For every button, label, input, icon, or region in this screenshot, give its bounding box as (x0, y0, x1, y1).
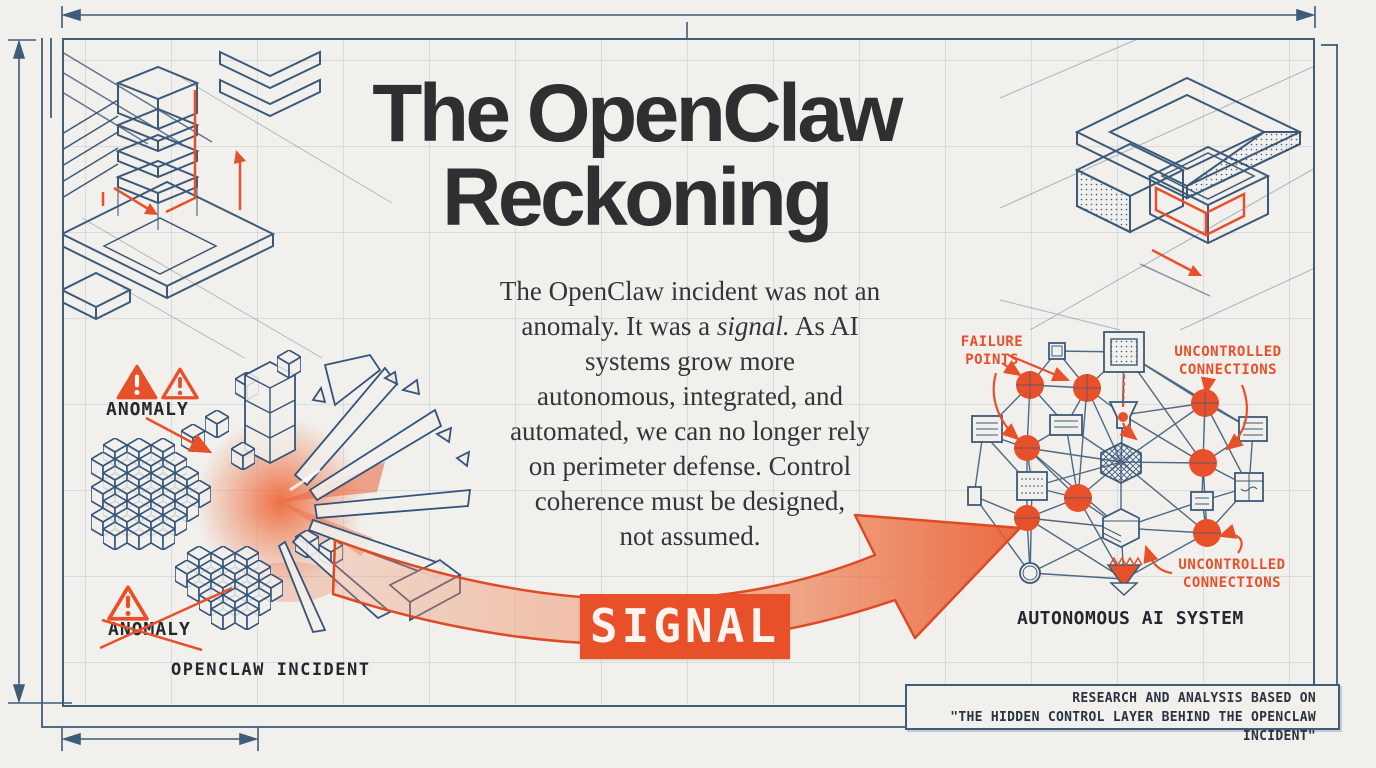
italic-signal-word: signal. (716, 311, 790, 341)
signal-banner: SIGNAL (580, 594, 790, 659)
incident-caption: OPENCLAW INCIDENT (171, 660, 371, 680)
frame-bracket-bottom (41, 726, 906, 728)
blueprint-frame (62, 38, 1315, 707)
failure-points-label: FAILURE POINTS (960, 334, 1024, 368)
warning-icon (116, 364, 158, 400)
frame-bracket-right (1336, 44, 1338, 685)
uncontrolled-connections-label-top: UNCONTROLLED CONNECTIONS (1174, 344, 1282, 378)
frame-bracket-left-stub (50, 38, 52, 118)
frame-bracket-left (41, 38, 43, 727)
poster-title: The OpenClaw Reckoning (330, 72, 942, 240)
body-paragraph: The OpenClaw incident was not an anomaly… (499, 276, 881, 551)
frame-bracket-right-stub (1321, 44, 1338, 46)
footer-line-2: "THE HIDDEN CONTROL LAYER BEHIND THE OPE… (950, 710, 1316, 744)
warning-outline-icon (107, 585, 149, 621)
network-caption: AUTONOMOUS AI SYSTEM (1017, 608, 1244, 629)
footer-reference-box: RESEARCH AND ANALYSIS BASED ON "THE HIDD… (905, 684, 1340, 744)
title-line-2: Reckoning (442, 152, 833, 243)
signal-label: SIGNAL (589, 599, 781, 653)
uncontrolled-connections-label-bottom: UNCONTROLLED CONNECTIONS (1178, 557, 1286, 591)
anomaly-label-bottom: ANOMALY (108, 619, 191, 640)
footer-line-1: RESEARCH AND ANALYSIS BASED ON (1072, 691, 1316, 706)
warning-outline-icon (161, 367, 199, 400)
title-line-1: The OpenClaw (372, 68, 903, 159)
anomaly-label-top: ANOMALY (106, 399, 189, 420)
